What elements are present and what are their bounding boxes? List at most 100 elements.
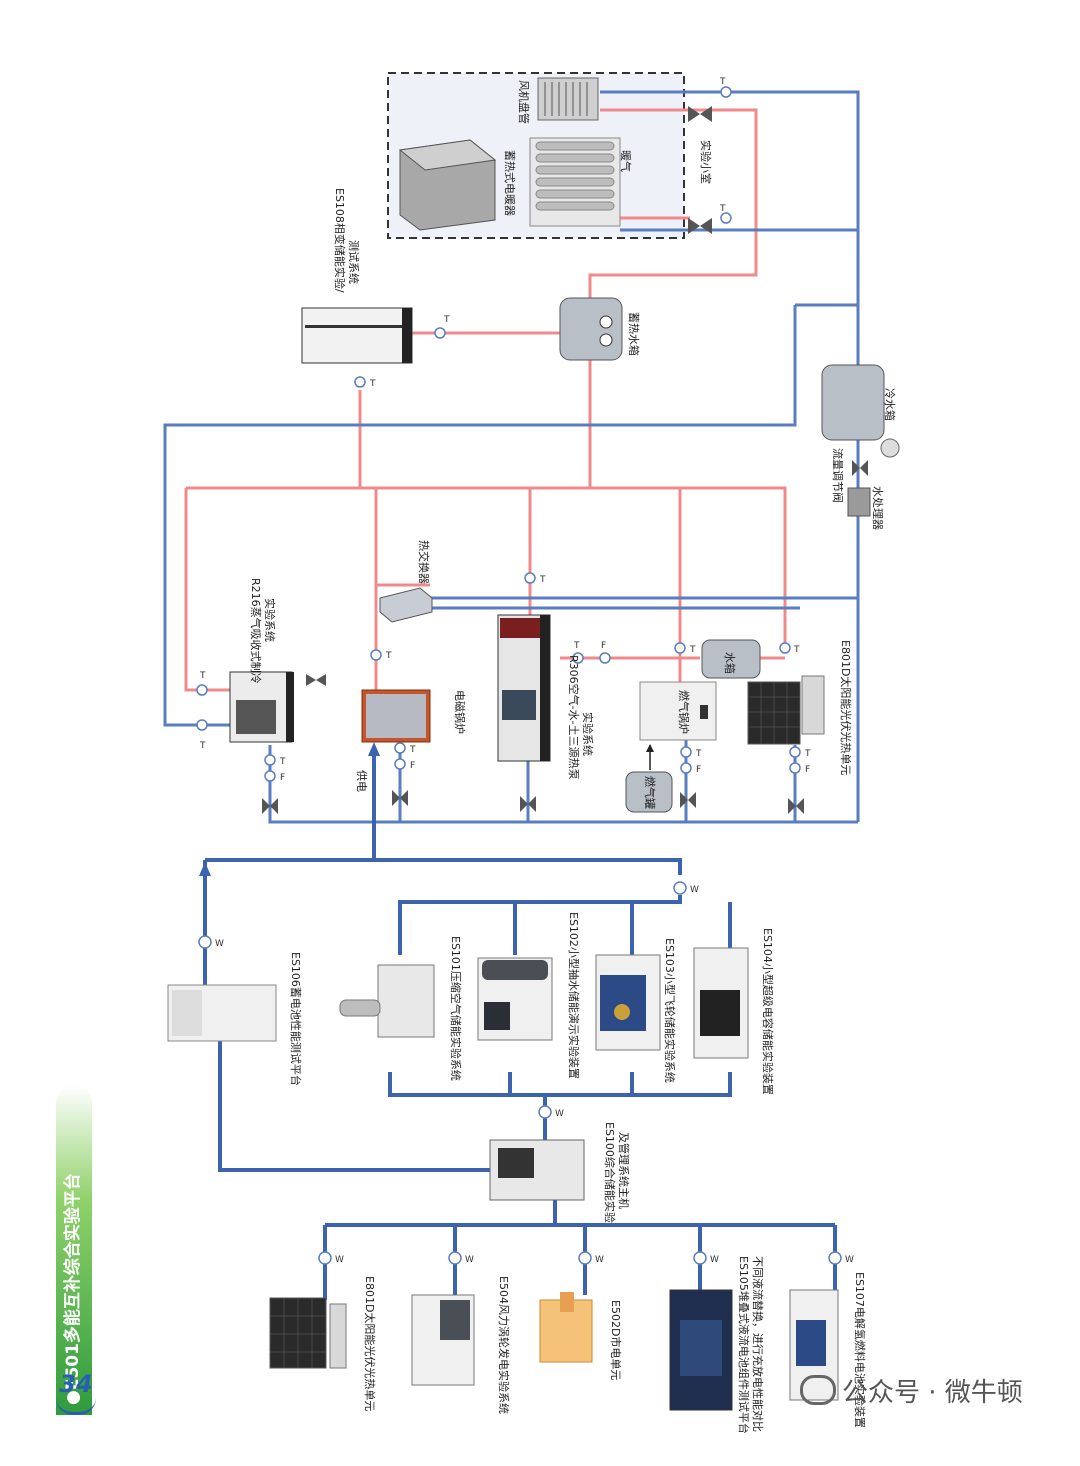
label-heater: 蓄热式电暖器 [503,150,516,216]
meter-letter-t: T [443,315,450,325]
es101-compressed-air [339,964,435,1038]
meter-letter-t: T [573,641,580,651]
solar-pv-unit-top [747,675,825,745]
label-es103: ES103小型飞轮储能实验系统 [663,938,677,1083]
wechat-icon [800,1374,836,1405]
power-arrow-up [368,742,380,756]
label-gas-tank: 燃气罐 [643,776,657,809]
r216-unit [229,671,294,743]
label-water-treat: 水处理器 [871,486,884,530]
meter-letter-f: F [696,765,701,775]
water-pump [880,438,900,458]
meter-letter-w: W [710,1255,719,1265]
meter-letter-t: T [719,204,726,214]
label-cold-tank: 冷水箱 [883,388,897,421]
meter-letter-w: W [465,1255,474,1265]
meter-letter-t: T [695,749,702,759]
e502-grid-unit [539,1292,593,1363]
label-es104: ES104小型超级电容储能实验装置 [761,928,775,1095]
es102-pumped-hydro [477,957,553,1041]
water-treatment-unit [847,487,871,517]
page-number-arc [56,1398,96,1415]
meter-letter-t: T [689,645,696,655]
meter-letter-t: T [793,645,800,655]
watermark-text: 公众号 · 微牛顿 [842,1378,1023,1408]
power-lines [203,755,837,1300]
page-number: 34 [59,1370,93,1398]
label-es105: ES105堆叠式液流电池组件测试平台 [737,1256,751,1434]
fan-coil-unit [537,77,599,121]
meter-letter-t: T [539,575,546,585]
meter-letter-f: F [601,641,606,651]
thermal-storage-heater [398,139,497,231]
meter-letter-t: T [719,77,726,87]
label-gas-boiler: 燃气锅炉 [677,690,691,734]
meter-letter-w: W [215,939,224,949]
es105-flow-battery [669,1289,733,1411]
solar-pv-unit-bottom [269,1297,347,1369]
label-es108b: 测试系统 [347,240,360,284]
meter-gauges [196,86,842,1265]
hot-water-pipes [184,108,787,692]
meter-letter-w: W [555,1109,564,1119]
meter-letter-w: W [690,885,699,895]
es108-unit [301,307,413,364]
label-e502: E502D市电单元 [609,1300,623,1380]
gas-tank [625,771,673,813]
label-r306b: 实验系统 [581,712,595,756]
meter-letter-t: T [385,651,392,661]
label-es107: ES107电解氢燃料电池实验装置 [853,1272,867,1428]
meter-letter-t: T [199,741,206,751]
meter-letter-w: W [595,1255,604,1265]
heat-exchanger [379,587,433,623]
label-r306: R306空气-水-土三源热泵 [567,655,581,780]
meter-letter-t: T [804,749,811,759]
es103-flywheel [595,954,661,1051]
label-radiator: 暖气 [619,150,633,172]
label-e801-bot: E801D太阳能光伏光热单元 [363,1276,377,1411]
meter-letter-f: F [410,761,415,771]
e504-wind-turbine [411,1294,475,1386]
r306-heat-pump [497,614,551,762]
label-fan-coil: 风机盘管 [517,80,531,124]
meter-letter-t: T [279,757,286,767]
radiator [529,137,621,227]
label-heat-tank: 蓄热水箱 [627,312,641,356]
heat-storage-tank [559,297,623,361]
meter-letter-t: T [199,671,206,681]
electric-boiler [361,689,431,743]
side-banner [56,1085,92,1415]
label-es102: ES102小型抽水储能演示实验装置 [567,912,581,1079]
label-es108: ES108相变储能实验/ [333,188,347,293]
meter-letter-f: F [280,773,285,783]
power-arrow-es106 [199,862,211,876]
label-e801-top: E801D太阳能光伏光热单元 [839,640,853,775]
label-water-tank: 水箱 [723,652,737,674]
label-r216: R216蒸气吸收式制冷 [249,578,263,684]
es104-supercapacitor [693,947,749,1059]
watermark: 公众号 · 微牛顿 [800,1372,1023,1409]
meter-letter-t: T [369,379,376,389]
es106-battery-platform [167,984,277,1042]
label-lab-room: 实验小室 [699,140,713,184]
label-e504: E504风力涡轮发电实验系统 [497,1276,511,1414]
meter-letter-w: W [335,1255,344,1265]
label-es105b: 不同液流替换，进行充放电性能对比 [751,1256,765,1432]
label-r216b: 实验系统 [263,598,277,642]
valve-icon [262,106,868,814]
label-hx: 热交换器 [417,540,431,584]
label-power-supply: 供电 [355,770,369,792]
label-es106: ES106蓄电池性能测试平台 [289,952,303,1086]
label-flow-valve: 流量调节阀 [831,448,845,503]
water-tank-small [701,639,761,679]
label-es101: ES101压缩空气储能实验系统 [449,936,463,1081]
es100-host [489,1139,585,1201]
label-es100: ES100综合储能实验 [603,1122,617,1223]
label-es100b: 及管理系统主机 [617,1132,631,1209]
meter-letter-t: T [409,745,416,755]
cold-water-tank [821,364,885,441]
gas-boiler [639,681,717,741]
meter-letter-f: F [805,765,810,775]
label-e-boiler: 电磁锅炉 [453,690,466,734]
